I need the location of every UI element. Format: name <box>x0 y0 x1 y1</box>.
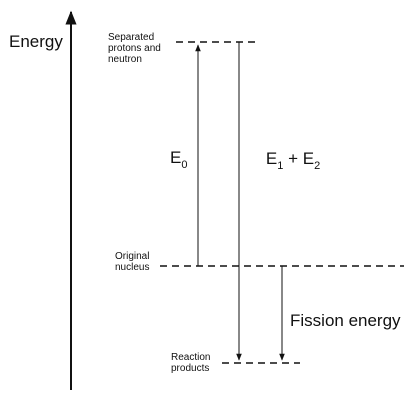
label-e2-sub: 2 <box>314 160 321 172</box>
label-e0-sub: 0 <box>181 159 188 171</box>
energy-axis-label: Energy <box>9 32 63 51</box>
label-e1-sub: 1 <box>277 160 284 172</box>
label-separated: Separated protons and neutron <box>108 32 161 65</box>
label-e0-base: E <box>170 148 182 167</box>
label-e1-e2: E1 + E2 <box>247 129 320 189</box>
label-e1-base: E <box>265 149 278 168</box>
label-fission-energy: Fission energy <box>290 311 401 330</box>
label-plus: + <box>283 149 303 168</box>
label-e2-base: E <box>302 149 315 168</box>
label-products: Reaction products <box>171 352 211 374</box>
label-original: Original nucleus <box>115 251 150 273</box>
label-e0: E0 <box>170 128 188 171</box>
